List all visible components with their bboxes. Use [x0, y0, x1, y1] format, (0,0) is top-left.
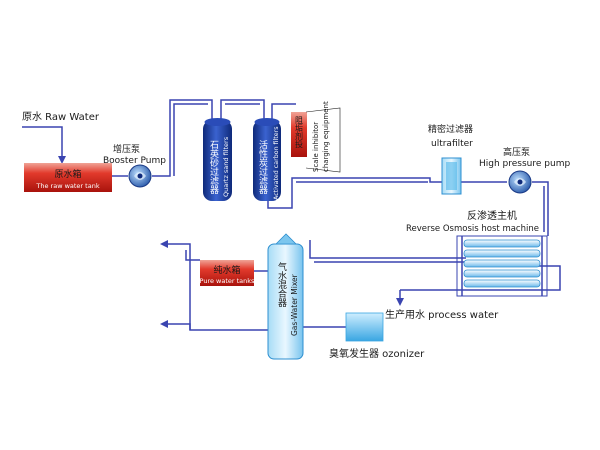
ro-membrane-tube: [463, 249, 541, 258]
booster-pump-label-en: Booster Pump: [103, 156, 166, 166]
ozonizer-label: 臭氧发生器 ozonizer: [329, 347, 425, 360]
booster-pump: [128, 164, 152, 188]
ro-label-cn: 反渗透主机: [467, 209, 517, 222]
activated-carbon-filter: 活性炭过滤器 Activated carbon filters: [253, 118, 281, 201]
quartz-sand-filter: 石英砂过滤器 Quartz sand filters: [203, 118, 232, 201]
scale-inhibitor-equipment: 阻垢剂投: [291, 112, 307, 157]
ro-membrane-tube: [463, 239, 541, 248]
quartz-label-en: Quartz sand filters: [222, 136, 230, 197]
ro-membrane-tube: [463, 279, 541, 288]
raw-tank-label-en: The raw water tank: [35, 182, 99, 190]
ozonizer: [345, 312, 384, 342]
quartz-label-cn: 石英砂过滤器: [208, 140, 219, 194]
ro-label-en: Reverse Osmosis host machine: [406, 224, 539, 234]
scale-label-en-2: charging equipment: [322, 101, 330, 172]
raw-water-tank: 原水箱 The raw water tank: [24, 163, 112, 192]
gas-water-mixer: 气水混合器 Gas-Water Mixer: [267, 233, 304, 360]
scale-callout-bracket: [305, 107, 341, 173]
carbon-label-cn: 活性炭过滤器: [257, 139, 268, 194]
pure-tank-label-en: Pure water tanks: [200, 277, 256, 285]
ro-membrane-tube: [463, 269, 541, 278]
ro-host-machine: [456, 235, 548, 297]
mixer-label-en: Gas-Water Mixer: [290, 273, 299, 336]
pure-tank-label-cn: 纯水箱: [213, 264, 240, 276]
carbon-label-en: Activated carbon filters: [273, 127, 280, 200]
mixer-label-cn: 气水混合器: [276, 261, 287, 307]
flow-arrows: [58, 156, 404, 328]
raw-tank-label-cn: 原水箱: [54, 168, 81, 180]
ro-membrane-tube: [463, 259, 541, 268]
scale-label-cn: 阻垢剂投: [295, 116, 304, 149]
ultrafilter-label-cn: 精密过滤器: [428, 123, 473, 135]
hp-pump-label-cn: 高压泵: [503, 146, 530, 158]
booster-pump-label-cn: 增压泵: [113, 143, 140, 155]
ultrafilter-label-en: ultrafilter: [431, 139, 473, 149]
raw-water-label: 原水 Raw Water: [22, 111, 100, 123]
scale-label-en-1: Scale inhibitor: [312, 122, 320, 172]
high-pressure-pump: [508, 170, 532, 194]
process-water-label: 生产用水 process water: [385, 308, 499, 321]
ultrafilter: [441, 157, 462, 195]
pipe-network: [22, 99, 561, 331]
pure-water-tank: 纯水箱 Pure water tanks: [200, 260, 256, 286]
hp-pump-label-en: High pressure pump: [479, 159, 570, 169]
